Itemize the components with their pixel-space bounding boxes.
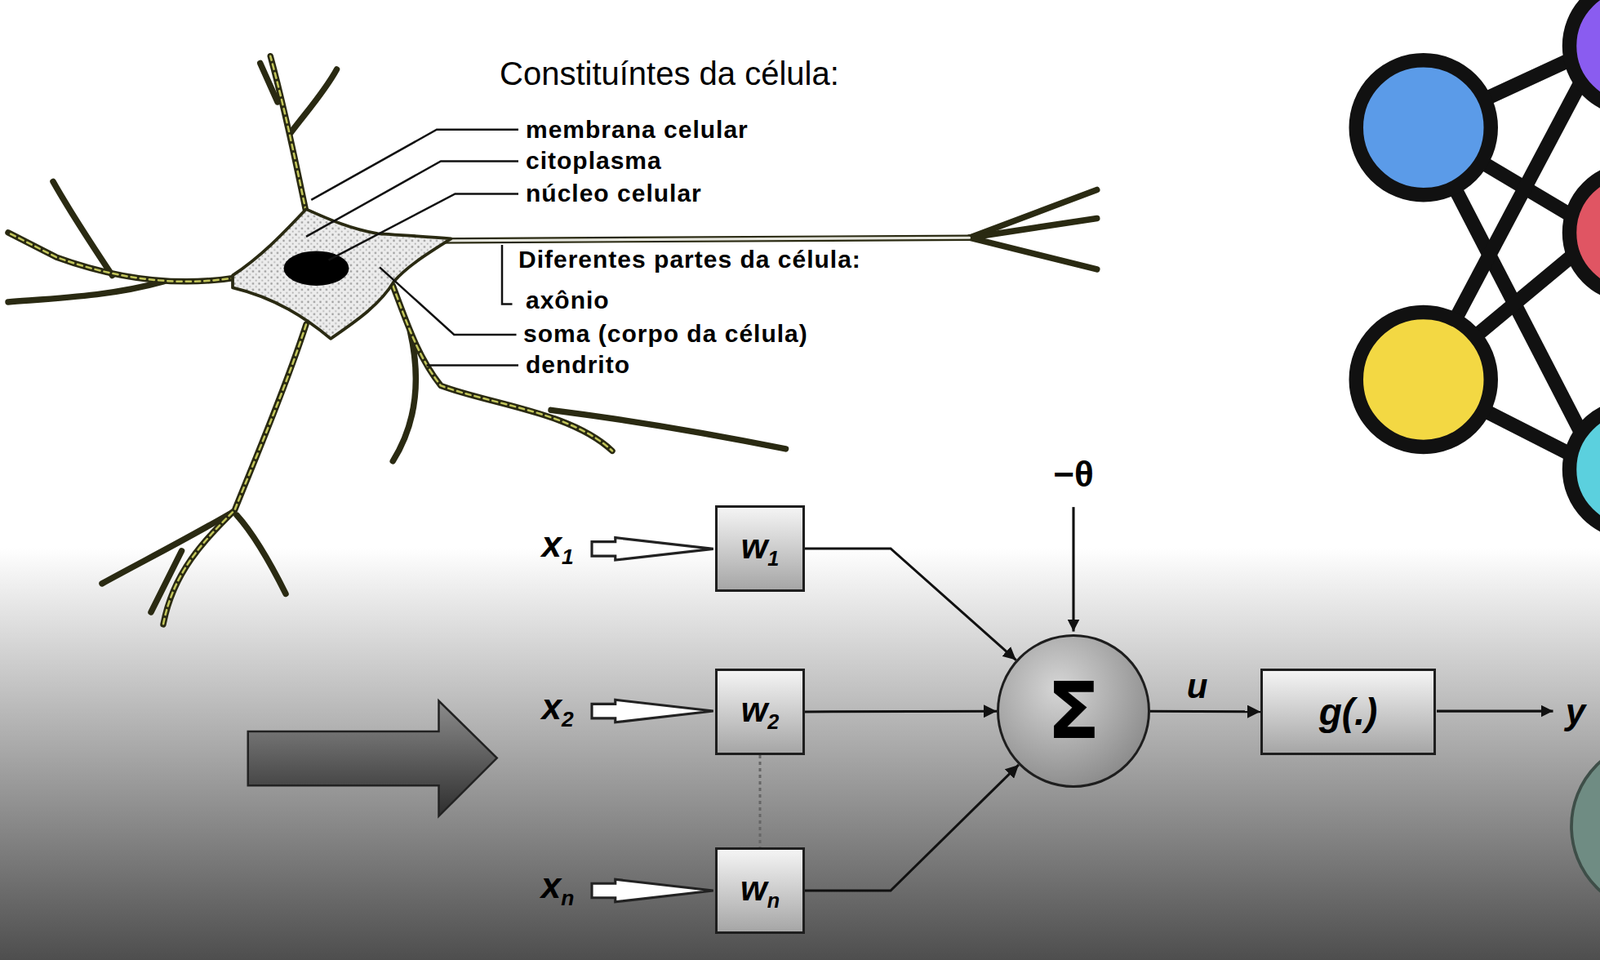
output-label: y [1565,691,1586,733]
signal-arrow [804,548,1017,661]
leader-lines [306,129,519,366]
signal-label: u [1186,666,1209,707]
part-label: membrana celular [525,115,749,144]
big-arrow [248,701,498,817]
weight-box: w2 [715,668,805,756]
network-nodes [1355,0,1600,914]
input-arrows [591,537,714,903]
input-label: x2 [541,686,574,733]
part-label: dendrito [525,351,631,379]
weight-box: wn [715,847,805,934]
part-heading: Constituíntes da célula: [499,55,840,93]
part-label: axônio [525,286,610,315]
part-heading: Diferentes partes da célula: [518,245,862,274]
signal-arrow [804,764,1019,891]
sum-symbol: Σ [1046,665,1101,757]
box-label: w1 [741,527,780,571]
activation-box: g(.) [1260,668,1436,756]
box-label: wn [740,869,780,913]
part-label: citoplasma [525,146,663,175]
summing-junction: Σ [996,634,1151,788]
part-label: soma (corpo da célula) [523,320,809,348]
input-label: xn [541,865,575,912]
box-label: g(.) [1319,689,1378,734]
signal-arrow [804,710,997,714]
bias-arrow [1071,506,1075,632]
signal-arrow [1150,710,1261,713]
part-label: núcleo celular [525,179,703,208]
neuron-drawing [8,56,1098,625]
input-label: x1 [541,524,574,570]
output-arrow [1436,710,1554,713]
box-label: w2 [741,690,780,734]
weight-box: w1 [715,505,805,592]
continuation-line [759,755,762,848]
bias-label: −θ [1053,453,1094,495]
